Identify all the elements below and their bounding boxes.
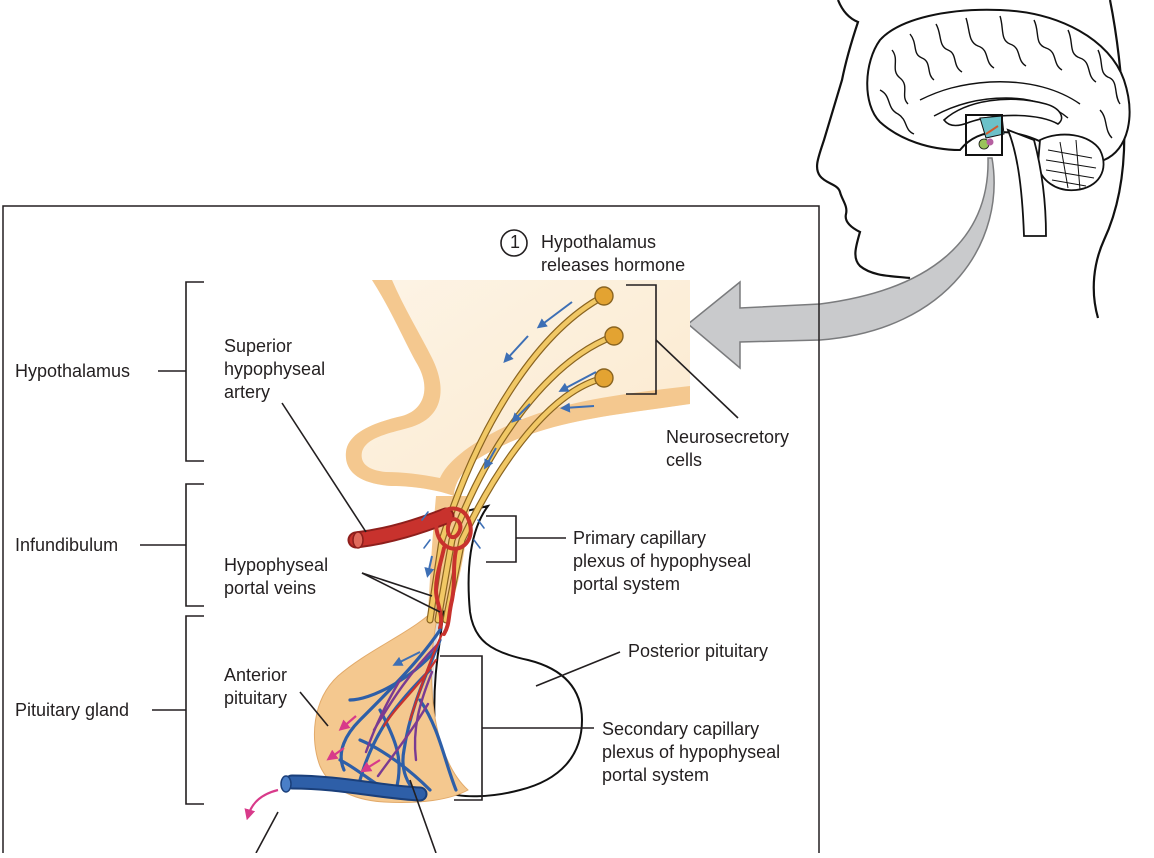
step-number-circle — [500, 229, 528, 257]
posterior-pituitary-label: Posterior pituitary — [628, 641, 769, 661]
hypophyseal-portal-veins-label: Hypophyseal portal veins — [224, 555, 329, 598]
primary-capillary-plexus — [347, 506, 485, 636]
superior-hypophyseal-artery-label: Superior hypophyseal artery — [224, 336, 326, 402]
secondary-capillary-plexus-label: Secondary capillary plexus of hypophysea… — [602, 719, 781, 785]
hypothalamus-label: Hypothalamus — [15, 361, 131, 381]
infundibulum-label: Infundibulum — [15, 535, 119, 555]
neurosecretory-cells-label: Neurosecretory cells — [666, 427, 790, 470]
step-number: 1 — [509, 232, 520, 252]
secondary-capillary-plexus — [280, 628, 458, 802]
anterior-pituitary-label: Anterior pituitary — [224, 665, 288, 708]
step1-label: Hypothalamus releases hormone — [541, 232, 686, 275]
callout-arrow — [686, 157, 995, 370]
hormone-release-arrows — [244, 715, 381, 821]
focus-box — [965, 114, 1003, 156]
primary-capillary-plexus-label: Primary capillary plexus of hypophyseal … — [573, 528, 752, 594]
hypothalamus-tissue — [345, 280, 690, 496]
leader-lines — [140, 281, 739, 854]
flow-arrows — [392, 301, 597, 666]
head-profile — [815, 0, 1126, 319]
brain-illustration — [866, 8, 1131, 237]
detail-frame — [2, 205, 820, 858]
pituitary-gland-label: Pituitary gland — [15, 700, 130, 720]
